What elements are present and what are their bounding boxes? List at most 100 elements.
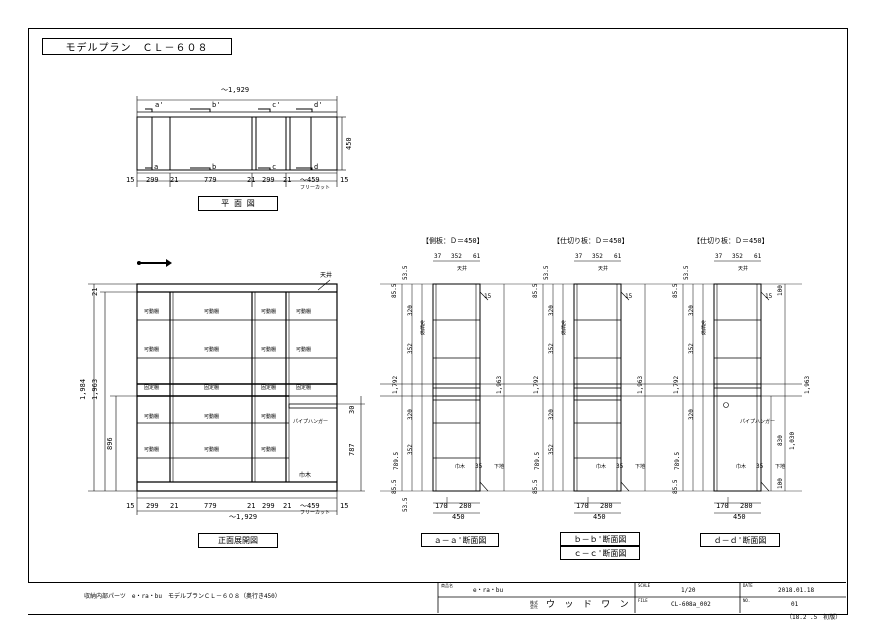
elev-free-cut: フリーカット xyxy=(300,510,331,516)
section-b-bottom-label2: 下地 xyxy=(635,464,646,470)
section-b-caption: ｂ－ｂ'断面図 xyxy=(560,532,640,546)
section-b-header: 【仕切り板：Ｄ＝450】 xyxy=(553,237,629,245)
elev-dim-21-c: 21 xyxy=(283,502,292,510)
plan-free-cut: フリーカット xyxy=(300,185,331,191)
section-d-bottom-dim: 170 xyxy=(716,502,729,510)
section-b-top-label: 天井 xyxy=(598,266,609,272)
section-d-bottom-dim: 280 xyxy=(740,502,753,510)
elev-shelf-label: 可動棚 xyxy=(261,309,277,315)
section-d-header: 【仕切り板：Ｄ＝450】 xyxy=(693,237,769,245)
elev-dim-299-b: 299 xyxy=(262,502,275,510)
section-d-15: 15 xyxy=(765,293,773,300)
section-b-top-dim: 352 xyxy=(592,253,603,260)
section-b-bottom-dim: 170 xyxy=(576,502,589,510)
section-c-caption: ｃ－ｃ'断面図 xyxy=(560,546,640,560)
elev-shelf-fixed-label: 固定棚 xyxy=(261,385,277,391)
elev-rod-label: パイプハンガー xyxy=(293,419,329,425)
elev-shelf-label: 可動棚 xyxy=(144,347,160,353)
section-a-bottom-dim: 170 xyxy=(435,502,448,510)
elev-shelf-fixed-label: 固定棚 xyxy=(144,385,160,391)
plan-marker-a-bottom: a xyxy=(154,163,159,171)
elev-shelf-label: 可動棚 xyxy=(204,414,220,420)
elev-shelf-label: 可動棚 xyxy=(204,309,220,315)
section-a-top-dim: 352 xyxy=(451,253,462,260)
title-description: 収納内部パーツ e・ra・bu モデルプランＣＬ－６０８（奥行き450） xyxy=(84,593,281,600)
plan-marker-d-bottom: d xyxy=(314,163,319,171)
section-d-caption: ｄ－ｄ'断面図 xyxy=(700,533,780,547)
title-scale-label: SCALE xyxy=(638,583,651,588)
elev-dim-459: ～459 xyxy=(300,502,320,510)
plan-dim-299-a: 299 xyxy=(146,176,159,184)
section-d-35: 35 xyxy=(756,463,764,470)
section-d-rod-label: パイプハンガー xyxy=(740,419,776,425)
section-b-15: 15 xyxy=(625,293,633,300)
section-a-bottom-label: 巾木 xyxy=(455,464,466,470)
elev-shelf-label: 可動棚 xyxy=(261,347,277,353)
title-no: 01 xyxy=(791,601,799,608)
title-file-label: FILE xyxy=(638,598,648,603)
section-a-header: 【側板：Ｄ＝450】 xyxy=(422,237,484,245)
elev-shelf-label: 可動棚 xyxy=(261,447,277,453)
section-a-top-dim: 61 xyxy=(473,253,481,260)
section-a-bottom-total: 450 xyxy=(452,513,465,521)
elev-shelf-label: 可動棚 xyxy=(261,414,277,420)
elevation-caption: 正面展開図 xyxy=(198,533,278,548)
elev-shelf-label: 可動棚 xyxy=(144,309,160,315)
plan-title: モデルプラン ＣＬ－６０８ xyxy=(42,38,232,55)
plan-marker-c-top: c' xyxy=(272,101,281,109)
section-b-35: 35 xyxy=(616,463,624,470)
title-scale: 1/20 xyxy=(681,587,696,594)
section-b-bottom-dim: 280 xyxy=(600,502,613,510)
elev-dim-779: 779 xyxy=(204,502,217,510)
section-a-caption: ａ－ａ'断面図 xyxy=(421,533,499,547)
elev-top-board-label: 天井 xyxy=(320,272,333,279)
plan-dim-779: 779 xyxy=(204,176,217,184)
section-d-side-label: 化粧板 xyxy=(700,320,706,335)
elev-dim-21-a: 21 xyxy=(170,502,179,510)
elev-width-label: ～1,929 xyxy=(229,513,258,521)
plan-dim-15-left: 15 xyxy=(126,176,135,184)
plan-dim-21-b: 21 xyxy=(247,176,256,184)
section-a-side-label: 化粧板 xyxy=(419,320,425,335)
title-block xyxy=(28,582,846,614)
plan-dim-21-c: 21 xyxy=(283,176,292,184)
title-company: ウ ッ ド ワ ン xyxy=(546,600,631,610)
section-b-side-label: 化粧板 xyxy=(560,320,566,335)
plan-dim-15-right: 15 xyxy=(340,176,349,184)
section-a-15: 15 xyxy=(484,293,492,300)
plan-marker-c-bottom: c xyxy=(272,163,277,171)
elev-leg-board-label: 巾木 xyxy=(299,472,312,479)
plan-dim-459: ～459 xyxy=(300,176,320,184)
section-b-top-dim: 61 xyxy=(614,253,622,260)
section-d-top-dim: 37 xyxy=(715,253,723,260)
section-d-top-dim: 352 xyxy=(732,253,743,260)
section-d-bottom-total: 450 xyxy=(733,513,746,521)
plan-marker-a-top: a' xyxy=(155,101,164,109)
section-b-bottom-label: 巾木 xyxy=(596,464,607,470)
title-date: 2018.01.18 xyxy=(778,587,815,594)
title-footnote: （18.2 .5 初版） xyxy=(786,614,842,621)
elev-dim-21-b: 21 xyxy=(247,502,256,510)
title-company-label: 株式会社 xyxy=(530,600,538,609)
elev-dim-15-right: 15 xyxy=(340,502,349,510)
plan-caption: 平 面 図 xyxy=(198,196,278,211)
section-a-bottom-dim: 280 xyxy=(459,502,472,510)
plan-dim-299-b: 299 xyxy=(262,176,275,184)
section-a-top-dim: 37 xyxy=(434,253,442,260)
section-a-35: 35 xyxy=(475,463,483,470)
section-d-top-label: 天井 xyxy=(738,266,749,272)
elev-shelf-fixed-label: 固定棚 xyxy=(204,385,220,391)
section-d-top-dim: 61 xyxy=(754,253,762,260)
elev-shelf-label: 可動棚 xyxy=(144,447,160,453)
title-series: e・ra・bu xyxy=(473,587,504,594)
elev-shelf-label: 可動棚 xyxy=(296,347,312,353)
elev-dim-15-left: 15 xyxy=(126,502,135,510)
elev-shelf-label: 可動棚 xyxy=(204,447,220,453)
section-b-top-dim: 37 xyxy=(575,253,583,260)
plan-dim-21-a: 21 xyxy=(170,176,179,184)
